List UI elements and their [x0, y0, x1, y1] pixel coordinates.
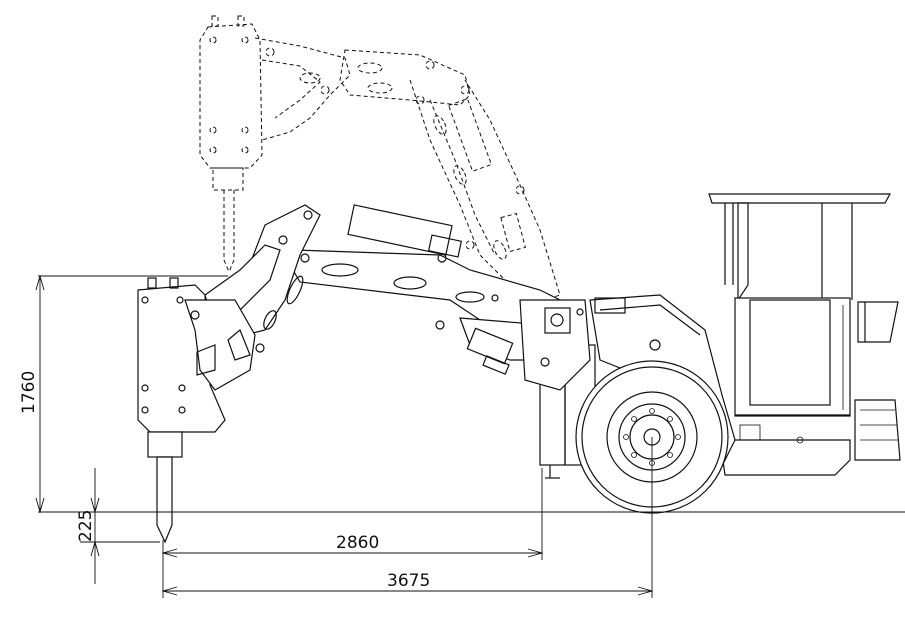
dimension-lines: [35, 274, 905, 598]
dimension-3675-label: 3675: [387, 571, 430, 591]
working-boom: [137, 204, 591, 544]
dimension-1760-label: 1760: [19, 371, 39, 414]
dimension-225-label: 225: [76, 510, 96, 542]
dimension-2860-label: 2860: [336, 533, 379, 553]
